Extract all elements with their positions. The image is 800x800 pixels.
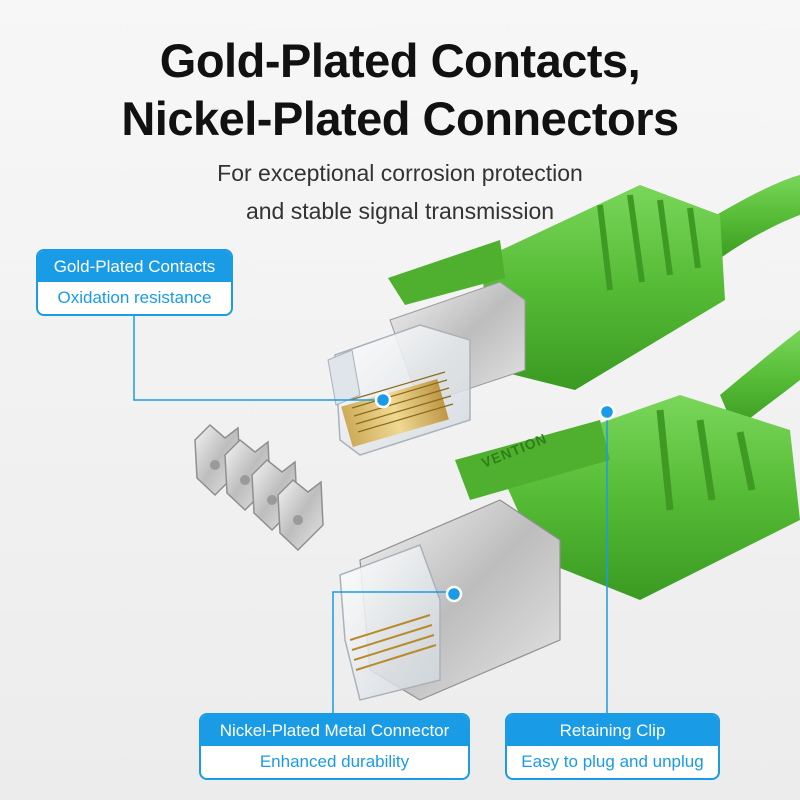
upper-cable bbox=[700, 175, 800, 262]
headline: Gold-Plated Contacts, Nickel-Plated Conn… bbox=[0, 32, 800, 148]
lower-plug bbox=[339, 499, 561, 701]
subhead-line-1: For exceptional corrosion protection bbox=[217, 160, 583, 186]
callout-gold-plated-contacts: Gold-Plated Contacts Oxidation resistanc… bbox=[36, 249, 233, 316]
headline-line-2: Nickel-Plated Connectors bbox=[121, 92, 679, 145]
callout-subtitle: Oxidation resistance bbox=[57, 288, 212, 307]
contacts-marker bbox=[374, 391, 392, 409]
clip-marker bbox=[598, 403, 616, 421]
callout-subtitle: Enhanced durability bbox=[259, 752, 410, 771]
callout-title: Nickel-Plated Metal Connector bbox=[201, 715, 468, 746]
lower-boot bbox=[455, 395, 800, 600]
upper-boot bbox=[388, 185, 725, 390]
connector-marker bbox=[445, 585, 463, 603]
subheadline: For exceptional corrosion protection and… bbox=[0, 154, 800, 230]
lower-cable bbox=[720, 330, 800, 430]
callout-nickel-plated-connector: Nickel-Plated Metal Connector Enhanced d… bbox=[199, 713, 470, 780]
headline-line-1: Gold-Plated Contacts, bbox=[159, 34, 641, 87]
contact-pins bbox=[194, 423, 324, 552]
upper-plug bbox=[327, 281, 526, 456]
callout-subtitle: Easy to plug and unplug bbox=[521, 752, 704, 771]
callout-title: Retaining Clip bbox=[507, 715, 718, 746]
callout-retaining-clip: Retaining Clip Easy to plug and unplug bbox=[505, 713, 720, 780]
callout-title: Gold-Plated Contacts bbox=[38, 251, 231, 282]
subhead-line-2: and stable signal transmission bbox=[245, 198, 555, 224]
